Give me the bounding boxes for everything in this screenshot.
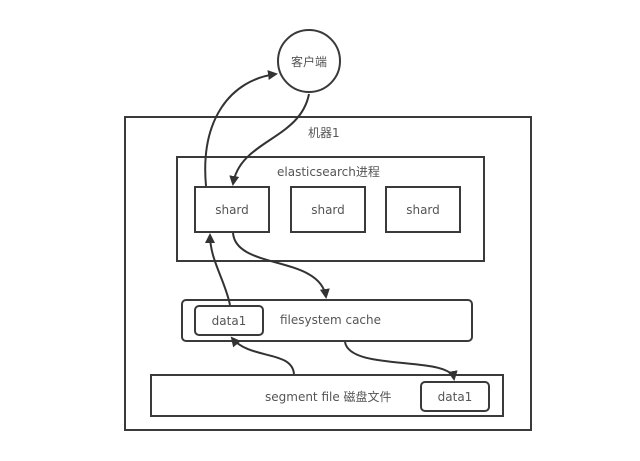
filesystem-cache-label: filesystem cache — [280, 313, 382, 327]
machine-label: 机器1 — [308, 126, 340, 140]
cache-data1-label: data1 — [211, 313, 247, 328]
segment-data1-label: data1 — [437, 389, 473, 404]
client-label: 客户端 — [290, 54, 327, 69]
segment-data1-box: data1 — [420, 381, 490, 412]
shard-box-3: shard — [385, 186, 461, 233]
filesystem-cache-box — [181, 299, 473, 342]
shard-box-1: shard — [194, 186, 270, 233]
shard-box-2: shard — [290, 186, 366, 233]
cache-data1-box: data1 — [194, 305, 264, 336]
segment-file-box — [150, 374, 504, 417]
segment-file-label: segment file 磁盘文件 — [265, 390, 392, 404]
machine-box — [124, 116, 532, 431]
shard-label: shard — [311, 202, 345, 217]
es-process-box — [176, 156, 485, 262]
shard-label: shard — [406, 202, 440, 217]
es-process-label: elasticsearch进程 — [277, 165, 380, 179]
shard-label: shard — [215, 202, 249, 217]
client-node: 客户端 — [277, 29, 341, 93]
